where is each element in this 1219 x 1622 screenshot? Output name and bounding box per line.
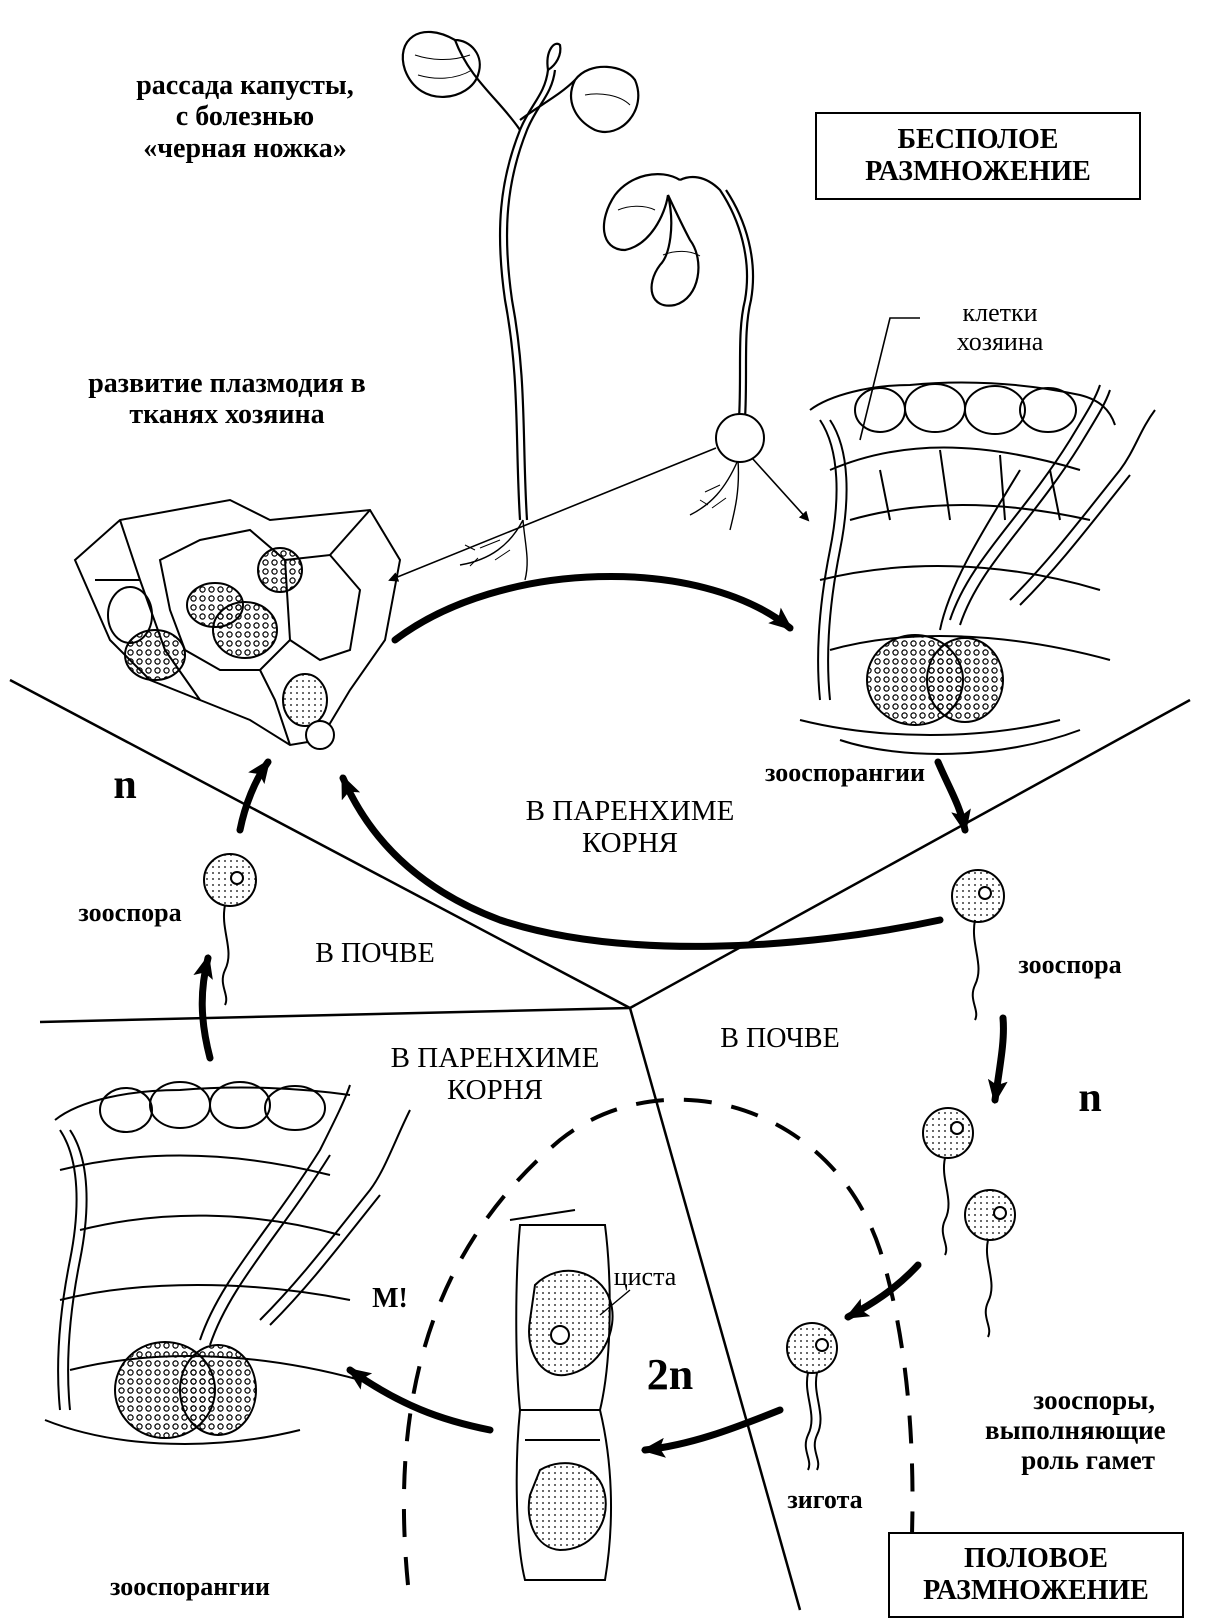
cyst-label: циста xyxy=(605,1262,685,1291)
plasmodium-tissue xyxy=(75,500,400,749)
gamete-1 xyxy=(923,1108,973,1255)
asexual-reproduction-box: БЕСПОЛОЕ РАЗМНОЖЕНИЕ xyxy=(815,112,1141,200)
plasmodium-label: развитие плазмодия в тканях хозяина xyxy=(62,368,392,431)
zoospore-left xyxy=(204,854,256,1005)
meiosis-label: М! xyxy=(365,1283,415,1314)
soil-right-label: В ПОЧВЕ xyxy=(705,1023,855,1054)
gamete-2 xyxy=(965,1190,1015,1337)
gametes-label: зооспоры, выполняющие роль гамет xyxy=(985,1385,1155,1476)
zoospore-right xyxy=(952,870,1004,1020)
zygote-cell xyxy=(787,1323,837,1470)
ploidy-left-label: n xyxy=(105,762,145,809)
zygote-label: зигота xyxy=(775,1485,875,1514)
host-cells-label: клетки хозяина xyxy=(930,298,1070,356)
seedlings-label: рассада капусты, с болезнью «черная ножк… xyxy=(115,70,375,164)
diploid-label: 2n xyxy=(635,1350,705,1399)
parenchyma-bottom-label: В ПАРЕНХИМЕ КОРНЯ xyxy=(375,1042,615,1107)
zoospore-right-label: зооспора xyxy=(1000,950,1140,979)
zoospore-left-label: зооспора xyxy=(60,898,200,927)
seedling-right xyxy=(604,174,753,530)
ploidy-right-label: n xyxy=(1070,1075,1110,1122)
seedling-left xyxy=(403,32,639,580)
zoosporangia-lower xyxy=(45,1082,410,1444)
sexual-reproduction-box: ПОЛОВОЕ РАЗМНОЖЕНИЕ xyxy=(888,1532,1184,1618)
soil-left-label: В ПОЧВЕ xyxy=(300,938,450,969)
zoosporangia-bottom-label: зооспорангии xyxy=(85,1572,295,1601)
zoosporangia-top-label: зооспорангии xyxy=(725,758,965,787)
parenchyma-top-label: В ПАРЕНХИМЕ КОРНЯ xyxy=(500,795,760,860)
zoosporangia-upper xyxy=(800,382,1155,753)
